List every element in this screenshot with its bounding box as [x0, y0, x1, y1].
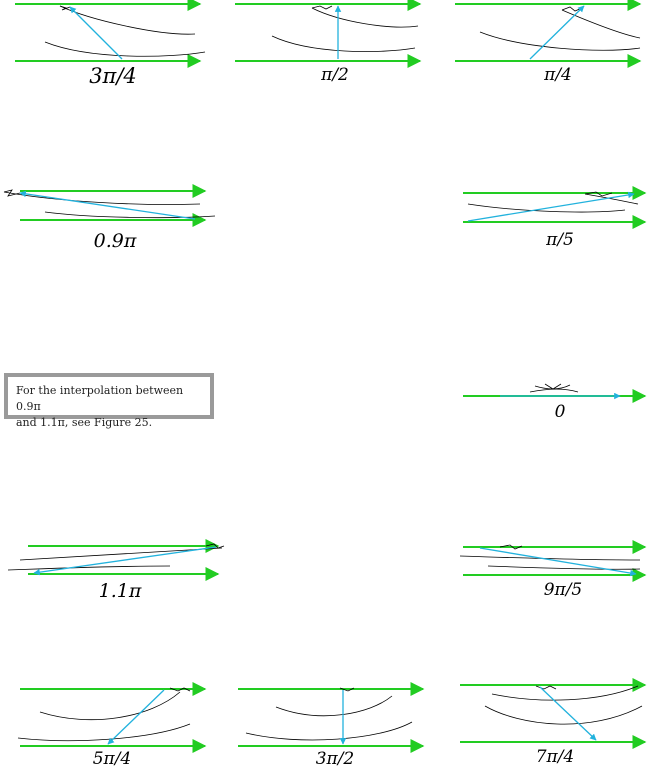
vector-arrow	[33, 546, 217, 576]
lower-curve	[467, 203, 626, 213]
upper-curve	[59, 5, 196, 35]
panel-label: 3π/2	[316, 749, 355, 768]
upper-curve	[584, 193, 639, 205]
note-line-2: and 1.1π, see Figure 25.	[16, 416, 153, 429]
cusp	[311, 5, 333, 10]
panel-0p9pi: 0.9π	[3, 184, 216, 252]
lower-curve	[44, 211, 216, 219]
cusp	[59, 5, 71, 11]
panel-label: 3π/4	[89, 64, 137, 88]
cusp	[499, 544, 523, 550]
lower-curve	[245, 721, 413, 741]
panel-label: π/5	[545, 230, 574, 250]
lower-curve	[7, 565, 171, 571]
upper-curve	[459, 555, 641, 561]
panel-label: 0	[555, 402, 566, 422]
panel-7pi4: 7π/4	[460, 678, 647, 767]
panel-5pi4: 5π/4	[17, 682, 207, 768]
panel-label: 1.1π	[99, 580, 142, 602]
cusp	[3, 189, 21, 197]
cusp	[169, 687, 191, 692]
note-line-1: For the interpolation between 0.9π	[16, 384, 184, 413]
cusp	[544, 383, 562, 390]
upper-curve	[3, 191, 201, 205]
panel-pi2: π/2	[235, 0, 422, 85]
vector-arrow	[529, 5, 585, 60]
cusp	[205, 543, 225, 549]
vector-arrow	[539, 686, 597, 741]
panel-pi4: π/4	[455, 0, 642, 85]
upper-curve	[275, 695, 393, 717]
panel-1p1pi: 1.1π	[7, 539, 225, 602]
cusp	[535, 685, 557, 690]
lower-curve	[271, 35, 416, 52]
upper-curve	[311, 7, 419, 28]
vector-arrow	[479, 547, 637, 577]
panel-9pi5: 9π/5	[459, 540, 647, 600]
vector-arrow	[69, 6, 123, 60]
panel-label: 0.9π	[94, 230, 137, 252]
lower-curve	[484, 705, 643, 725]
lower-curve	[479, 31, 641, 51]
panel-label: 9π/5	[544, 580, 583, 600]
lower-curve	[17, 723, 191, 742]
vector-arrow	[107, 689, 165, 745]
interpolation-note: For the interpolation between 0.9π and 1…	[4, 373, 214, 429]
upper-curve	[561, 9, 641, 39]
panel-3pi4: 3π/4	[15, 0, 206, 88]
lower-curve	[529, 388, 579, 393]
upper-curve	[39, 691, 181, 721]
upper-curve	[19, 547, 223, 561]
panel-label: π/2	[320, 65, 349, 85]
panel-pi5: π/5	[463, 186, 647, 250]
vector-arrow	[467, 191, 635, 222]
cusp	[584, 191, 613, 197]
cusp	[339, 687, 355, 692]
panel-label: π/4	[543, 65, 572, 85]
lower-curve	[44, 41, 206, 57]
vector-arrow	[19, 190, 196, 220]
lower-curve	[487, 565, 641, 570]
panel-label: 7π/4	[536, 747, 575, 767]
panel-zero: 0	[463, 383, 647, 422]
upper-curve	[491, 685, 639, 701]
panel-label: 5π/4	[93, 749, 132, 768]
panel-3pi2: 3π/2	[238, 682, 425, 768]
